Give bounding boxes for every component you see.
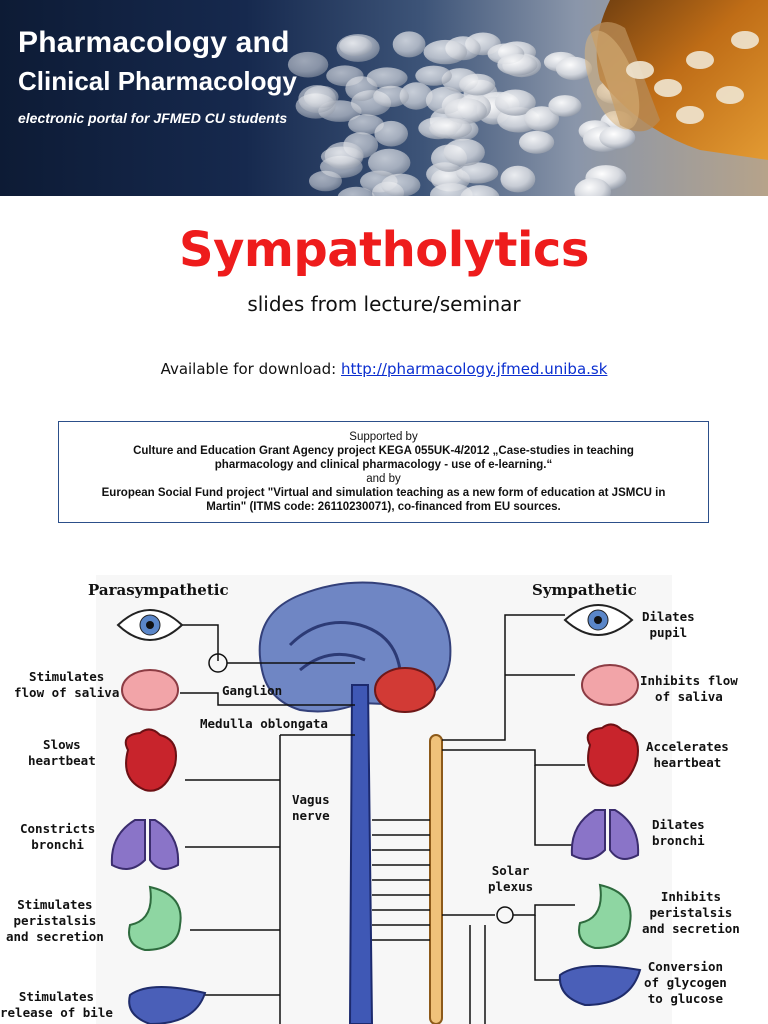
pill-icon	[519, 130, 555, 154]
pill-icon	[430, 183, 473, 196]
ganglion-label: Ganglion	[222, 683, 283, 698]
pill-icon	[548, 95, 582, 117]
salivary-gland-right-icon	[581, 664, 639, 706]
pill-icon	[459, 73, 496, 96]
pill-icon	[368, 148, 411, 177]
pill-icon	[555, 56, 593, 81]
support-line: pharmacology and clinical pharmacology -…	[214, 459, 553, 471]
liver-right-icon	[558, 965, 642, 1007]
salivary-gland-left-icon	[121, 669, 179, 711]
left-effect-label: Stimulates flow of saliva	[14, 669, 120, 700]
heart-left-icon	[124, 728, 177, 792]
support-line: Culture and Education Grant Agency proje…	[133, 445, 634, 457]
page-title: Sympatholytics	[179, 222, 589, 278]
pill-icon	[500, 165, 536, 193]
pill-icon	[381, 173, 421, 196]
support-line: European Social Fund project "Virtual an…	[101, 487, 666, 499]
right-effect-label: Dilates bronchi	[652, 817, 705, 848]
pill-icon	[339, 35, 373, 57]
pill-icon	[444, 98, 488, 124]
lungs-right-icon	[570, 809, 640, 860]
pill-icon	[374, 120, 409, 147]
pill-icon	[348, 114, 384, 135]
pill-icon	[423, 39, 468, 65]
pill-icon	[599, 126, 636, 149]
medulla-label: Medulla oblongata	[200, 716, 328, 732]
pill-icon	[415, 65, 452, 86]
banner-title-line1: Pharmacology and	[18, 26, 290, 59]
support-line: Supported by	[349, 431, 418, 443]
diagram-drawing	[96, 575, 672, 1024]
left-effect-label: Slows heartbeat	[28, 737, 96, 768]
pill-icon	[524, 106, 560, 132]
pills-image	[287, 0, 768, 196]
right-effect-label: Conversion of glycogen to glucose	[644, 959, 727, 1006]
download-link[interactable]: http://pharmacology.jfmed.uniba.sk	[341, 360, 608, 378]
pill-icon	[574, 177, 611, 196]
download-label: Available for download:	[160, 360, 337, 378]
pill-icon	[309, 170, 342, 192]
heart-right-icon	[586, 723, 639, 787]
download-line: Available for download: http://pharmacol…	[0, 360, 768, 378]
pill-icon	[324, 141, 364, 170]
support-box: Supported by Culture and Education Grant…	[58, 421, 709, 523]
cerebellum-icon	[374, 667, 436, 713]
banner-title-line2: Clinical Pharmacology	[18, 66, 297, 96]
pill-icon	[429, 118, 472, 139]
pill-icon	[443, 138, 485, 167]
left-effect-label: Stimulates release of bile	[0, 989, 113, 1020]
stomach-left-icon	[128, 885, 182, 952]
pill-icon	[345, 76, 378, 101]
pill-icon	[494, 89, 536, 116]
right-effect-label: Accelerates heartbeat	[646, 739, 729, 770]
page-subtitle: slides from lecture/seminar	[247, 292, 521, 316]
sympathetic-chain-icon	[429, 734, 443, 1024]
pill-icon	[497, 53, 538, 76]
sympathetic-heading: Sympathetic	[532, 581, 637, 599]
pill-icon	[287, 51, 329, 78]
banner-tagline: electronic portal for JFMED CU students	[18, 110, 288, 126]
stomach-right-icon	[578, 883, 632, 950]
lungs-left-icon	[110, 819, 180, 870]
pill-icon	[366, 67, 408, 89]
pill-icon	[373, 85, 409, 107]
support-line: and by	[366, 473, 401, 485]
right-effect-label: Dilates pupil	[642, 609, 695, 640]
support-line: Martin" (ITMS code: 26110230071), co-fin…	[206, 501, 561, 513]
autonomic-nervous-system-diagram: Parasympathetic Sympathetic Ganglion Med…	[0, 575, 768, 1024]
vagus-label: Vagus nerve	[292, 792, 330, 823]
spinal-cord-icon	[348, 684, 374, 1024]
left-effect-label: Stimulates peristalsis and secretion	[6, 897, 104, 944]
right-effect-label: Inhibits peristalsis and secretion	[642, 889, 740, 936]
parasympathetic-heading: Parasympathetic	[88, 581, 229, 599]
pill-icon	[399, 82, 433, 110]
eye-right-icon	[563, 604, 634, 636]
eye-left-icon	[116, 609, 184, 641]
right-effect-label: Inhibits flow of saliva	[640, 673, 738, 704]
left-effect-label: Constricts bronchi	[20, 821, 96, 852]
solar-plexus-label: Solar plexus	[488, 863, 534, 894]
pill-icon	[460, 185, 500, 196]
pill-icon	[456, 162, 499, 184]
pill-icon	[392, 31, 426, 58]
liver-left-icon	[128, 985, 207, 1024]
pill-icon	[298, 85, 336, 113]
header-banner: Pharmacology and Clinical Pharmacology e…	[0, 0, 768, 196]
